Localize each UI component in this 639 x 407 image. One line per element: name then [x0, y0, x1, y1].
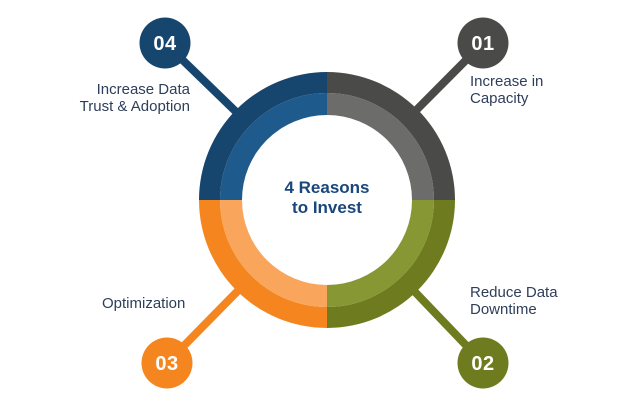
- badge-number-03: 03: [155, 353, 178, 375]
- donut-ring: [199, 72, 455, 328]
- label-increase-in-capacity: Increase in Capacity: [470, 73, 543, 107]
- donut-center-title: 4 Reasons to Invest: [247, 178, 407, 218]
- center-title-line-2: to Invest: [292, 198, 362, 217]
- center-title-line-1: 4 Reasons: [284, 178, 370, 197]
- label-line: Capacity: [470, 90, 529, 107]
- badge-circle-03: [141, 337, 193, 389]
- label-increase-data-trust-adoption: Increase Data Trust & Adoption: [80, 81, 190, 115]
- badge-number-02: 02: [471, 353, 494, 375]
- donut-segment-top-right-outer: [327, 72, 455, 200]
- label-line: Trust & Adoption: [79, 98, 190, 115]
- badge-circle-01: [457, 17, 509, 69]
- label-optimization: Optimization: [102, 295, 185, 312]
- label-line: Downtime: [470, 301, 537, 318]
- donut-segment-bottom-left-inner: [220, 200, 327, 307]
- label-line: Reduce Data: [470, 284, 558, 301]
- badge-circle-02: [457, 337, 509, 389]
- label-line: Increase in: [470, 73, 544, 90]
- badge-number-01: 01: [471, 33, 494, 55]
- badge-number-04: 04: [153, 33, 177, 55]
- label-line: Increase Data: [96, 81, 190, 98]
- badge-01: 01: [457, 17, 509, 69]
- donut-segment-top-left-inner: [220, 93, 327, 200]
- label-line: Optimization: [102, 295, 186, 312]
- badge-04: 04: [139, 17, 191, 69]
- label-reduce-data-downtime: Reduce Data Downtime: [470, 284, 558, 318]
- donut-segment-top-left-outer: [199, 72, 327, 200]
- badge-circle-04: [139, 17, 191, 69]
- donut-segment-bottom-left-outer: [199, 200, 327, 328]
- badge-03: 03: [141, 337, 193, 389]
- badge-02: 02: [457, 337, 509, 389]
- donut-segment-bottom-right-outer: [327, 200, 455, 328]
- donut-segment-top-right-inner: [327, 93, 434, 200]
- donut-segment-bottom-right-inner: [327, 200, 434, 307]
